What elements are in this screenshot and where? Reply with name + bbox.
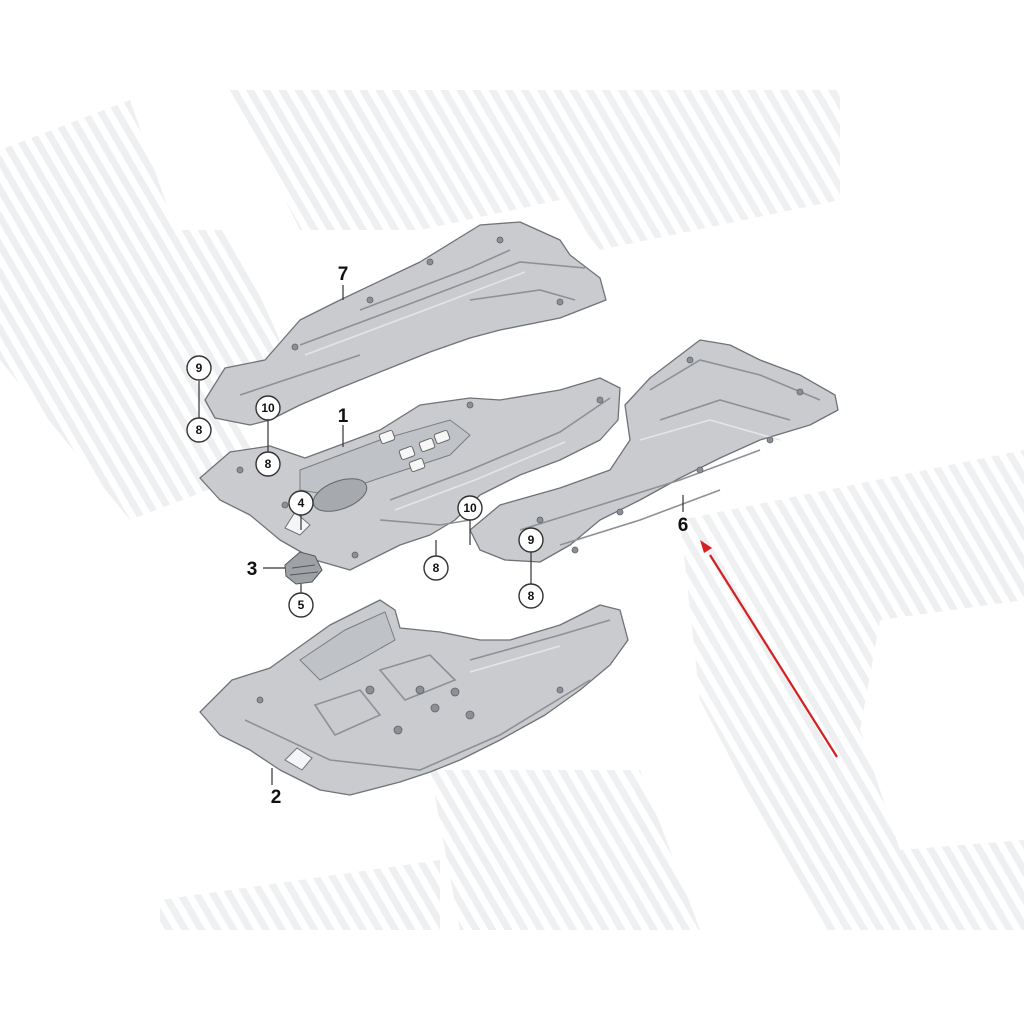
callout-8-center: 8 bbox=[255, 451, 281, 477]
part-1-underbody-shield bbox=[199, 377, 621, 571]
part-3-bracket bbox=[284, 551, 323, 585]
callout-10-right: 10 bbox=[457, 495, 483, 521]
part-label-6: 6 bbox=[678, 515, 689, 536]
callout-8-right: 8 bbox=[518, 583, 544, 609]
part-2-underbody-shield bbox=[199, 599, 629, 796]
svg-text:10: 10 bbox=[261, 401, 275, 415]
part-6-underbody-shield bbox=[469, 339, 839, 563]
svg-text:8: 8 bbox=[528, 589, 535, 603]
callout-8-mid: 8 bbox=[423, 555, 449, 581]
svg-text:8: 8 bbox=[433, 561, 440, 575]
svg-text:10: 10 bbox=[463, 501, 477, 515]
callout-4: 4 bbox=[288, 490, 314, 516]
svg-text:9: 9 bbox=[196, 361, 203, 375]
callout-9-right: 9 bbox=[518, 527, 544, 553]
svg-text:9: 9 bbox=[528, 533, 535, 547]
part-label-1: 1 bbox=[338, 406, 349, 427]
callout-5: 5 bbox=[288, 592, 314, 618]
callout-10-left: 10 bbox=[255, 395, 281, 421]
svg-text:4: 4 bbox=[298, 496, 305, 510]
part-label-2: 2 bbox=[271, 787, 282, 808]
svg-text:8: 8 bbox=[196, 423, 203, 437]
svg-text:5: 5 bbox=[298, 598, 305, 612]
part-7-underbody-shield bbox=[204, 221, 607, 426]
highlight-arrow bbox=[700, 540, 838, 758]
callout-9-top: 9 bbox=[186, 355, 212, 381]
callout-8-left: 8 bbox=[186, 417, 212, 443]
svg-text:8: 8 bbox=[265, 457, 272, 471]
part-label-7: 7 bbox=[338, 264, 349, 285]
part-label-3: 3 bbox=[247, 559, 258, 580]
